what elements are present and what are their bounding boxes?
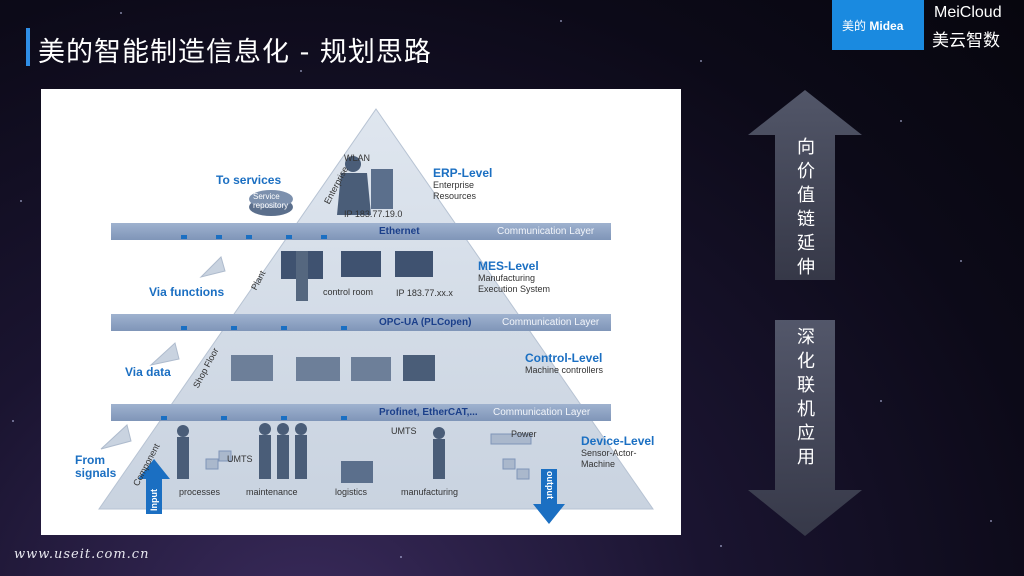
label-signals: signals — [75, 466, 117, 480]
band-opcua-protocol: OPC-UA (PLCopen) — [379, 317, 472, 328]
forklift-icon — [341, 461, 373, 483]
control-level-desc1: Machine controllers — [525, 365, 604, 375]
label-control-room: control room — [323, 287, 374, 297]
mes-level-title: MES-Level — [478, 259, 539, 273]
band-opcua-layer: Communication Layer — [502, 317, 600, 328]
erp-level-title: ERP-Level — [433, 166, 493, 180]
down-arrow-text: 深化联机应用 — [797, 327, 815, 468]
brand-logo: 美的 Midea MeiCloud 美云智数 — [832, 0, 1024, 51]
up-arrow-shape — [748, 90, 862, 280]
label-ip-erp: IP 183.77.19.0 — [344, 209, 403, 219]
automation-pyramid-diagram: ERP-Level Enterprise Resources MES-Level… — [41, 89, 681, 535]
band-ethernet — [111, 223, 611, 240]
band-ethernet-layer: Communication Layer — [497, 226, 595, 237]
band-ethernet-protocol: Ethernet — [379, 226, 420, 237]
footer-url: www.useit.com.cn — [14, 547, 150, 562]
label-logistics: logistics — [335, 487, 368, 497]
label-power: Power — [511, 429, 537, 439]
device-level-workers — [177, 423, 445, 479]
label-umts-2: UMTS — [391, 426, 417, 436]
label-to-services: To services — [216, 173, 282, 187]
midea-logo-box: 美的 Midea — [832, 0, 924, 50]
label-maintenance: maintenance — [246, 487, 298, 497]
logo-brand-cn: 美的 — [842, 19, 867, 33]
erp-user-icon — [337, 156, 393, 215]
device-level-desc1: Sensor-Actor- — [581, 448, 637, 458]
device-level-desc2: Machine — [581, 459, 616, 469]
label-output: output — [545, 471, 555, 499]
control-level-title: Control-Level — [525, 351, 603, 365]
midea-logo-text: 美的 Midea — [842, 17, 903, 34]
machine-controllers — [231, 355, 435, 381]
pyramid-graphics — [98, 108, 654, 524]
band-profinet-layer: Communication Layer — [493, 407, 591, 418]
label-umts-1: UMTS — [227, 454, 253, 464]
logo-name-en: MeiCloud — [934, 4, 1002, 21]
label-service-repo-2: repository — [253, 201, 289, 210]
mes-level-desc1: Manufacturing — [478, 273, 536, 283]
label-from: From — [75, 453, 105, 467]
label-manufacturing: manufacturing — [401, 487, 459, 497]
band-profinet — [111, 404, 611, 421]
band-profinet-protocol: Profinet, EtherCAT,... — [379, 407, 478, 418]
label-via-data: Via data — [125, 365, 171, 379]
logo-name-cn: 美云智数 — [932, 31, 1000, 51]
label-processes: processes — [179, 487, 221, 497]
down-arrow-shape — [748, 320, 862, 536]
page-title: 美的智能制造信息化 - 规划思路 — [38, 37, 432, 68]
mes-level-desc2: Execution System — [478, 284, 551, 294]
output-arrow — [533, 469, 565, 524]
device-level-title: Device-Level — [581, 434, 655, 448]
up-arrow-text: 向价值链延伸 — [797, 137, 815, 278]
control-room-monitors — [281, 251, 433, 301]
title-accent-bar — [26, 28, 30, 66]
erp-level-desc1: Enterprise — [433, 180, 475, 190]
label-via-functions: Via functions — [149, 285, 225, 299]
conveyor-cubes — [205, 433, 532, 480]
input-arrow — [138, 459, 170, 514]
label-wlan: WLAN — [344, 153, 371, 163]
label-ip-mes: IP 183.77.xx.x — [396, 288, 453, 298]
logo-brand-en: Midea — [869, 19, 904, 33]
label-service-repo-1: Service — [253, 192, 280, 201]
label-input: Input — [149, 489, 159, 511]
direction-arrows — [748, 90, 862, 536]
erp-level-desc2: Resources — [433, 191, 477, 201]
service-repository-icon — [249, 190, 293, 216]
